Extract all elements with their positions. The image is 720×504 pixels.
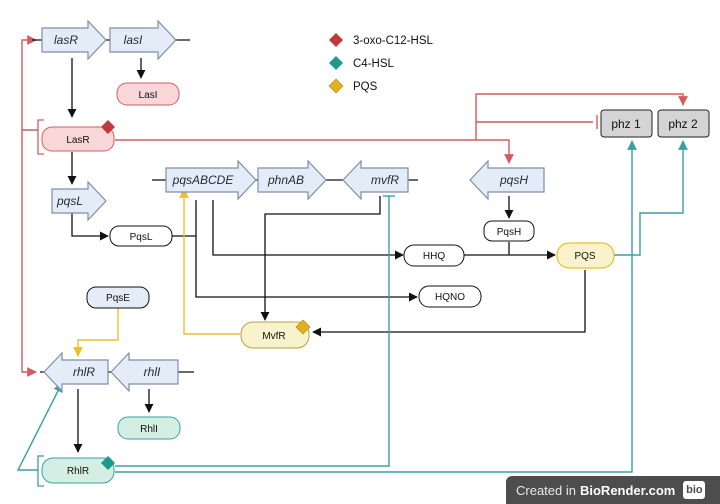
HHQ-label: HHQ [423,251,445,262]
node-HQNO: HQNO [418,285,482,308]
lasR-gene-label: lasR [54,33,78,47]
node-PQS: PQS [556,242,615,269]
phz1-label: phz 1 [611,117,641,131]
C4-HSL-on-RhlR-icon [101,456,115,470]
PqsE-to-rhlR [73,308,119,357]
phnAB-gene-arrow [257,159,327,201]
legend-label-C4-HSL: C4-HSL [353,58,395,70]
legend-item-C4-HSL: C4-HSL [329,56,395,70]
lasI-gene-arrow [109,19,177,61]
PQS-to-phz2 [614,140,688,256]
diamond-red-icon [329,33,343,47]
MvfR-label: MvfR [262,331,285,342]
gene-operon-rhl: rhlR rhlI [40,351,194,393]
gene-pqsH: pqsH [469,159,545,201]
las-to-phz-branch-1 [475,93,688,140]
legend-item-PQS: PQS [328,78,378,94]
HQNO-label: HQNO [435,292,465,303]
node-PqsL: PqsL [109,225,173,247]
pqsABCDE-to-HQNO [195,236,418,302]
RhlR-to-mvfR [115,196,390,467]
diamond-teal-icon [329,56,343,70]
RhlR-label: RhlR [67,466,89,477]
legend-item-3-oxo-C12-HSL: 3-oxo-C12-HSL [329,33,433,47]
pqsH-gene-label: pqsH [499,173,528,187]
rhlR-gene-label: rhlR [73,365,95,379]
3-oxo-C12-HSL-on-LasR-icon [101,120,115,134]
pqsABCDE-to-HHQ [212,200,404,260]
mvfR-gene-to-MvfR [260,196,381,321]
watermark-prefix: Created in [516,482,576,498]
mvfR-gene-arrow [342,159,409,201]
pqsH-gene-arrow [469,159,545,201]
gene-operon-pqs: pqsABCDE phnAB mvfR [152,159,418,201]
node-LasR: LasR [37,119,115,155]
LasR-bracket [37,119,44,155]
PqsL-label: PqsL [130,232,153,243]
rhlI-gene-label: rhlI [144,365,161,379]
lasR-gene-arrow [41,19,107,61]
pqsABCDE-gene-label: pqsABCDE [172,173,235,187]
node-PqsE: PqsE [86,286,150,309]
node-LasI: LasI [116,82,180,106]
lasR-to-pqsH [115,139,514,164]
pqsABCDE-gene-arrow [165,159,257,201]
rhl-connectors [16,140,688,473]
biorender-logo-icon: bio [683,481,706,499]
node-phz2: phz 2 [657,109,710,138]
PQS-to-MvfR [312,270,586,337]
pqs-connectors [73,188,240,357]
legend: 3-oxo-C12-HSL C4-HSL PQS [328,33,433,94]
LasR-label: LasR [66,135,89,146]
las-connectors [21,35,688,377]
diamond-yellow-icon [328,78,344,94]
pqsL-gene-to-PqsL [71,208,109,241]
rhl-bracket-to-rhlR [16,382,63,471]
RhlR-bracket [37,455,44,487]
legend-label-3-oxo-C12-HSL: 3-oxo-C12-HSL [353,35,433,47]
PQS-label: PQS [574,251,595,262]
node-phz1: phz 1 [600,109,653,138]
lasI-gene-label: lasI [124,33,143,47]
phnAB-gene-label: phnAB [267,173,304,187]
phz2-label: phz 2 [668,117,698,131]
biorender-watermark[interactable]: Created in BioRender.com bio [506,476,720,504]
gene-pqsL: pqsL [51,180,107,222]
gene-operon-las: lasR lasI [32,19,190,61]
node-MvfR: MvfR [240,319,311,349]
RhlR-to-phz1 [115,140,637,473]
MvfR-to-pqsABCDE [179,188,240,335]
black-connectors [67,58,586,453]
las-bracket-to-rhlR [21,130,37,377]
RhlI-label: RhlI [140,424,158,435]
rhlI-gene-arrow [110,351,179,393]
node-RhlR: RhlR [37,455,115,487]
las-bracket-to-lasR [21,35,38,131]
node-PqsH: PqsH [483,220,535,242]
node-RhlI: RhlI [117,416,181,440]
watermark-brand: BioRender.com [579,482,676,498]
mvfR-gene-label: mvfR [371,173,399,187]
pqsL-gene-label: pqsL [56,194,83,208]
PqsE-label: PqsE [106,293,130,304]
pqsL-gene-arrow [51,180,107,222]
PQS-on-MvfR-icon [295,319,311,335]
PqsH-label: PqsH [497,227,521,238]
LasI-label: LasI [139,90,158,101]
rhlR-gene-arrow [43,351,109,393]
legend-label-PQS: PQS [353,81,378,93]
node-HHQ: HHQ [403,244,465,267]
